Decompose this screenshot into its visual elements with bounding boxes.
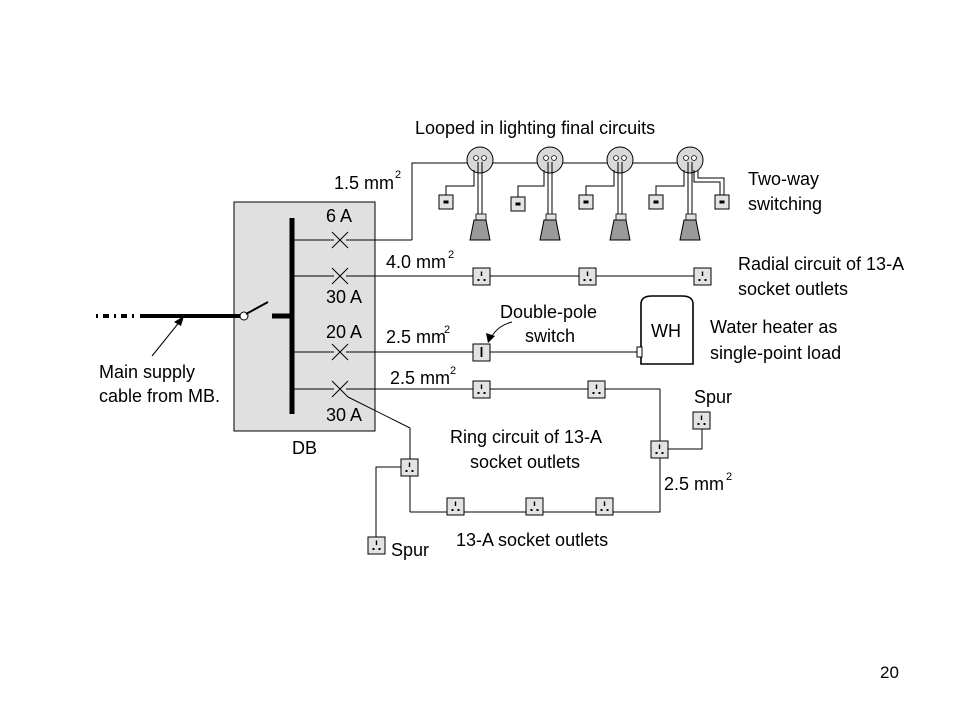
switch-wire-2 bbox=[517, 170, 545, 198]
db-label: DB bbox=[292, 438, 317, 458]
breaker-30a-bottom bbox=[292, 380, 660, 429]
double-pole-label-2: switch bbox=[525, 326, 575, 346]
ring-socket-top-1 bbox=[472, 380, 491, 399]
ring-socket-top-2 bbox=[587, 380, 606, 399]
water-heater-terminal bbox=[636, 346, 643, 358]
main-supply-label-1: Main supply bbox=[99, 362, 195, 382]
spur-right-label: Spur bbox=[694, 387, 732, 407]
radial-socket-3 bbox=[693, 267, 712, 286]
light-switch-4 bbox=[648, 194, 664, 210]
light-switch-3 bbox=[578, 194, 594, 210]
spur-left-label: Spur bbox=[391, 540, 429, 560]
lamp-1 bbox=[466, 146, 494, 241]
switch-wire-1 bbox=[445, 170, 475, 196]
heater-label-1: Water heater as bbox=[710, 317, 837, 337]
rating-30a-top: 30 A bbox=[326, 287, 362, 307]
ring-socket-bottom-3 bbox=[595, 497, 614, 516]
ring-socket-bottom-1 bbox=[446, 497, 465, 516]
main-supply-arrow bbox=[151, 319, 182, 357]
lamp-4 bbox=[676, 146, 704, 241]
heater-cable-size: 2.5 mm bbox=[386, 327, 446, 347]
page-number: 20 bbox=[880, 663, 899, 682]
socket-row-label: 13-A socket outlets bbox=[456, 530, 608, 550]
ring-right-leg bbox=[410, 389, 661, 513]
switch-wire-3 bbox=[585, 170, 615, 196]
water-heater bbox=[640, 295, 694, 365]
ring-right-cable-size-sup: 2 bbox=[726, 471, 732, 483]
two-way-wire-b bbox=[697, 170, 725, 196]
main-supply-label-2: cable from MB. bbox=[99, 386, 220, 406]
two-way-label-2: switching bbox=[748, 194, 822, 214]
ring-cable-size: 2.5 mm bbox=[390, 368, 450, 388]
spur-socket-right bbox=[692, 411, 711, 430]
spur-right-wire bbox=[668, 428, 703, 450]
ring-right-cable-size: 2.5 mm bbox=[664, 474, 724, 494]
double-pole-arrowhead bbox=[486, 333, 495, 343]
lamp-3 bbox=[606, 146, 634, 241]
breaker-20a bbox=[292, 343, 638, 361]
main-switch-blade bbox=[245, 301, 269, 315]
lighting-title: Looped in lighting final circuits bbox=[415, 118, 655, 138]
light-switch-1 bbox=[438, 194, 454, 210]
main-supply-arrowhead bbox=[174, 316, 184, 326]
lighting-feed bbox=[411, 162, 696, 240]
switch-wire-4 bbox=[655, 170, 685, 196]
lighting-cable-size-sup: 2 bbox=[395, 169, 401, 181]
ring-socket-bottom-2 bbox=[525, 497, 544, 516]
lamp-2 bbox=[536, 146, 564, 241]
ring-socket-right bbox=[650, 440, 669, 459]
heater-label-2: single-point load bbox=[710, 343, 841, 363]
breaker-30a-top bbox=[292, 267, 696, 285]
double-pole-label-1: Double-pole bbox=[500, 302, 597, 322]
spur-socket-left bbox=[367, 536, 386, 555]
radial-label-2: socket outlets bbox=[738, 279, 848, 299]
water-heater-label: WH bbox=[651, 321, 681, 341]
radial-socket-1 bbox=[472, 267, 491, 286]
light-switch-2 bbox=[510, 196, 526, 212]
spur-left-wire bbox=[375, 466, 402, 538]
two-way-switch bbox=[714, 194, 730, 210]
breaker-6a bbox=[292, 231, 412, 249]
radial-label-1: Radial circuit of 13-A bbox=[738, 254, 904, 274]
two-way-wire-a bbox=[693, 170, 721, 196]
rating-6a: 6 A bbox=[326, 206, 352, 226]
heater-cable-size-sup: 2 bbox=[444, 324, 450, 336]
rating-20a: 20 A bbox=[326, 322, 362, 342]
two-way-label-1: Two-way bbox=[748, 169, 819, 189]
rating-30a-bottom: 30 A bbox=[326, 405, 362, 425]
ring-label-2: socket outlets bbox=[470, 452, 580, 472]
ring-label-1: Ring circuit of 13-A bbox=[450, 427, 602, 447]
distribution-board bbox=[233, 201, 376, 432]
radial-cable-size-sup: 2 bbox=[448, 249, 454, 261]
lighting-cable-size: 1.5 mm bbox=[334, 173, 394, 193]
ring-cable-size-sup: 2 bbox=[450, 365, 456, 377]
radial-socket-2 bbox=[578, 267, 597, 286]
ring-socket-left bbox=[400, 458, 419, 477]
radial-cable-size: 4.0 mm bbox=[386, 252, 446, 272]
